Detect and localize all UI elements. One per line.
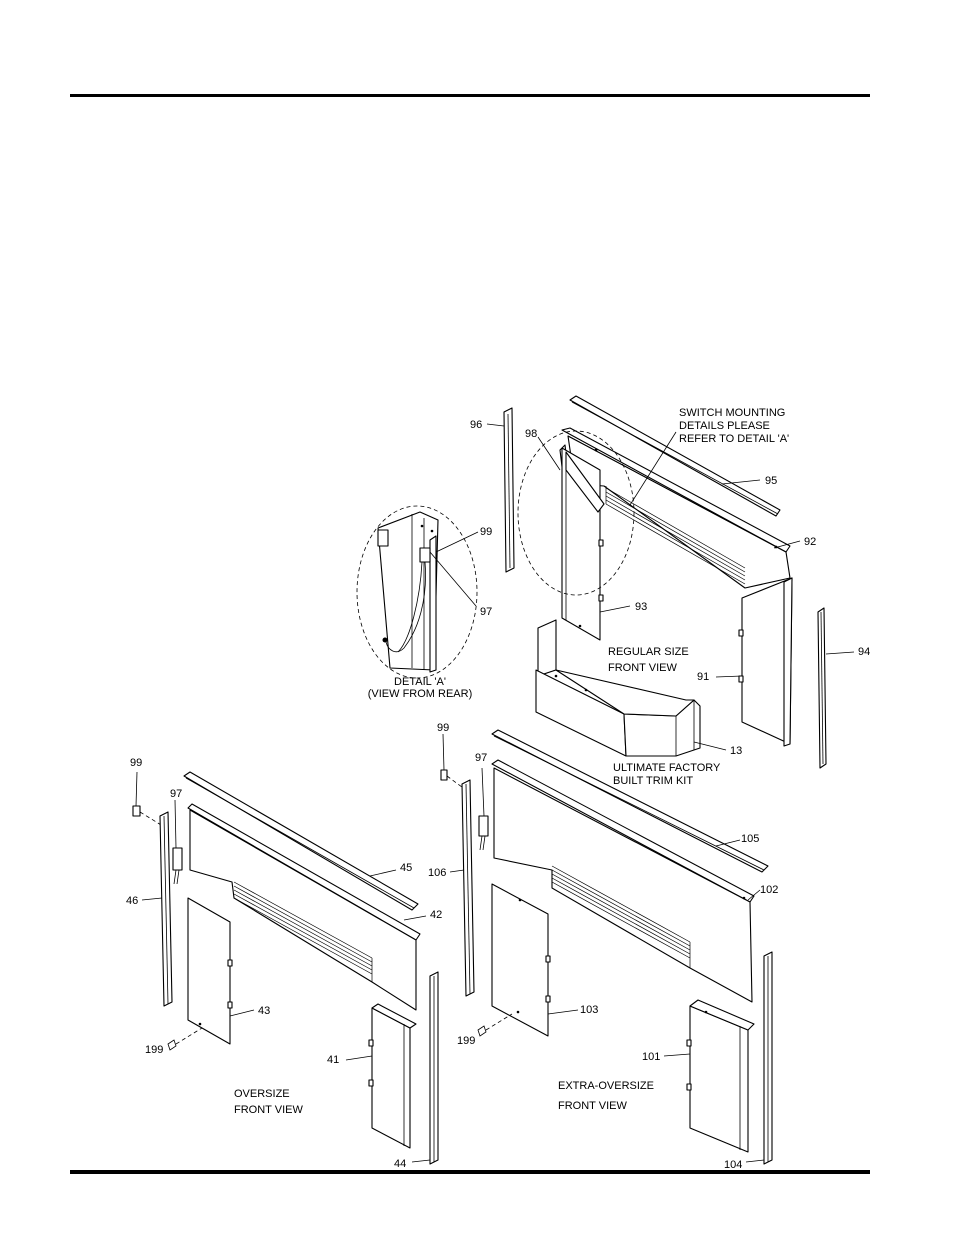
callout-13: 13 (730, 745, 742, 757)
part-13-trim-kit (536, 620, 700, 756)
callout-43: 43 (258, 1005, 270, 1017)
note-detail-a-2: (VIEW FROM REAR) (368, 688, 473, 700)
extra-oversize-assembly (441, 730, 772, 1164)
callout-97-right: 97 (475, 752, 487, 764)
callout-42: 42 (430, 909, 442, 921)
callout-99-right: 99 (437, 722, 449, 734)
callout-41: 41 (327, 1054, 339, 1066)
callout-97-left: 97 (170, 788, 182, 800)
note-trim-kit-1: ULTIMATE FACTORY (613, 762, 721, 774)
part-96-side-strip (504, 408, 514, 572)
part-199-clip-right (478, 1014, 512, 1036)
part-43-left-panel (188, 898, 232, 1044)
note-regular-size-2: FRONT VIEW (608, 662, 677, 674)
note-trim-kit-2: BUILT TRIM KIT (613, 775, 693, 787)
note-switch-mounting-2: DETAILS PLEASE (679, 420, 770, 432)
part-97-switch-right (479, 816, 488, 850)
callout-95: 95 (765, 475, 777, 487)
callout-46: 46 (126, 895, 138, 907)
callout-99-left: 99 (130, 757, 142, 769)
callout-105: 105 (741, 833, 759, 845)
part-44-side-strip (430, 972, 438, 1164)
callout-45: 45 (400, 862, 412, 874)
part-46-side-strip (160, 812, 172, 1006)
part-103-left-panel (492, 884, 550, 1036)
callout-98: 98 (525, 428, 537, 440)
note-switch-mounting-1: SWITCH MOUNTING (679, 407, 785, 419)
part-41-right-panel (369, 1004, 416, 1148)
callout-91: 91 (697, 671, 709, 683)
callout-44: 44 (394, 1158, 406, 1170)
callout-97-detail: 97 (480, 606, 492, 618)
note-switch-mounting-3: REFER TO DETAIL 'A' (679, 433, 789, 445)
callout-104: 104 (724, 1159, 742, 1171)
part-104-side-strip (764, 952, 772, 1164)
part-94-side-strip (818, 608, 826, 768)
note-oversize-2: FRONT VIEW (234, 1104, 303, 1116)
callout-101: 101 (642, 1051, 660, 1063)
regular-size-assembly (504, 396, 826, 768)
part-101-right-panel (687, 1000, 754, 1152)
callout-92: 92 (804, 536, 816, 548)
callout-103: 103 (580, 1004, 598, 1016)
part-199-clip-left (168, 1028, 202, 1050)
part-93-left-panel (562, 448, 604, 640)
note-oversize-1: OVERSIZE (234, 1088, 290, 1100)
part-91-right-panel (739, 578, 792, 746)
note-regular-size-1: REGULAR SIZE (608, 646, 689, 658)
part-106-side-strip (462, 780, 474, 996)
callout-93: 93 (635, 601, 647, 613)
note-extra-oversize-2: FRONT VIEW (558, 1100, 627, 1112)
note-detail-a-1: DETAIL 'A' (394, 676, 446, 688)
callout-199-left: 199 (145, 1044, 163, 1056)
callout-94: 94 (858, 646, 870, 658)
callout-102: 102 (760, 884, 778, 896)
callout-106: 106 (428, 867, 446, 879)
callout-199-right: 199 (457, 1035, 475, 1047)
callout-96: 96 (470, 419, 482, 431)
part-97-switch-left (173, 848, 182, 884)
note-extra-oversize-1: EXTRA-OVERSIZE (558, 1080, 654, 1092)
detail-switch-box (420, 548, 430, 562)
detail-a (357, 506, 477, 678)
callout-99-detail: 99 (480, 526, 492, 538)
